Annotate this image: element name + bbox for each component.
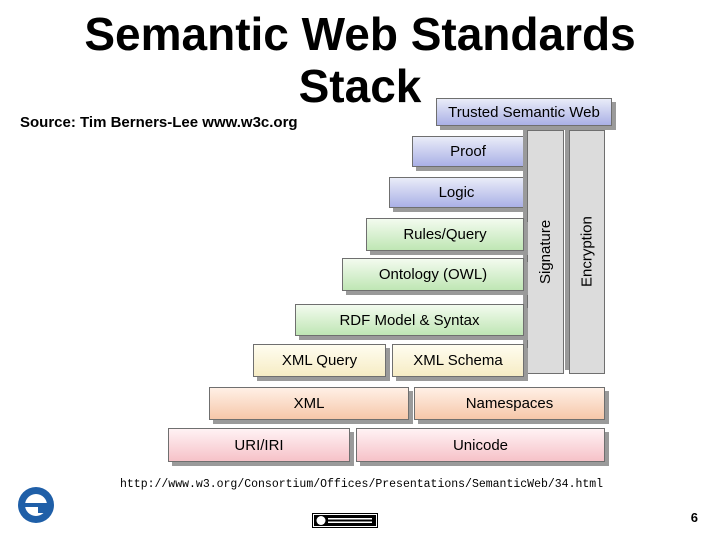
creative-commons-badge-icon	[312, 513, 378, 528]
layer-rules-query: Rules/Query	[366, 218, 524, 251]
source-url: http://www.w3.org/Consortium/Offices/Pre…	[120, 478, 604, 491]
layer-ontology-owl: Ontology (OWL)	[342, 258, 524, 291]
layer-trusted-semantic-web: Trusted Semantic Web	[436, 98, 612, 126]
slide-title-line2: Stack	[298, 60, 422, 112]
layer-logic: Logic	[389, 177, 524, 208]
layer-xml: XML	[209, 387, 409, 420]
layer-unicode: Unicode	[356, 428, 605, 462]
layer-xml-schema: XML Schema	[392, 344, 524, 377]
source-caption: Source: Tim Berners-Lee www.w3c.org	[20, 114, 298, 131]
slide-title-line1: Semantic Web Standards	[84, 8, 636, 60]
page-number: 6	[690, 510, 698, 525]
layer-signature: Signature	[527, 130, 564, 374]
layer-uri-iri: URI/IRI	[168, 428, 350, 462]
layer-encryption: Encryption	[569, 130, 605, 374]
layer-rdf-model-syntax: RDF Model & Syntax	[295, 304, 524, 336]
layer-namespaces: Namespaces	[414, 387, 605, 420]
layer-xml-query: XML Query	[253, 344, 386, 377]
w3c-e-logo-icon	[18, 487, 54, 523]
layer-proof: Proof	[412, 136, 524, 167]
